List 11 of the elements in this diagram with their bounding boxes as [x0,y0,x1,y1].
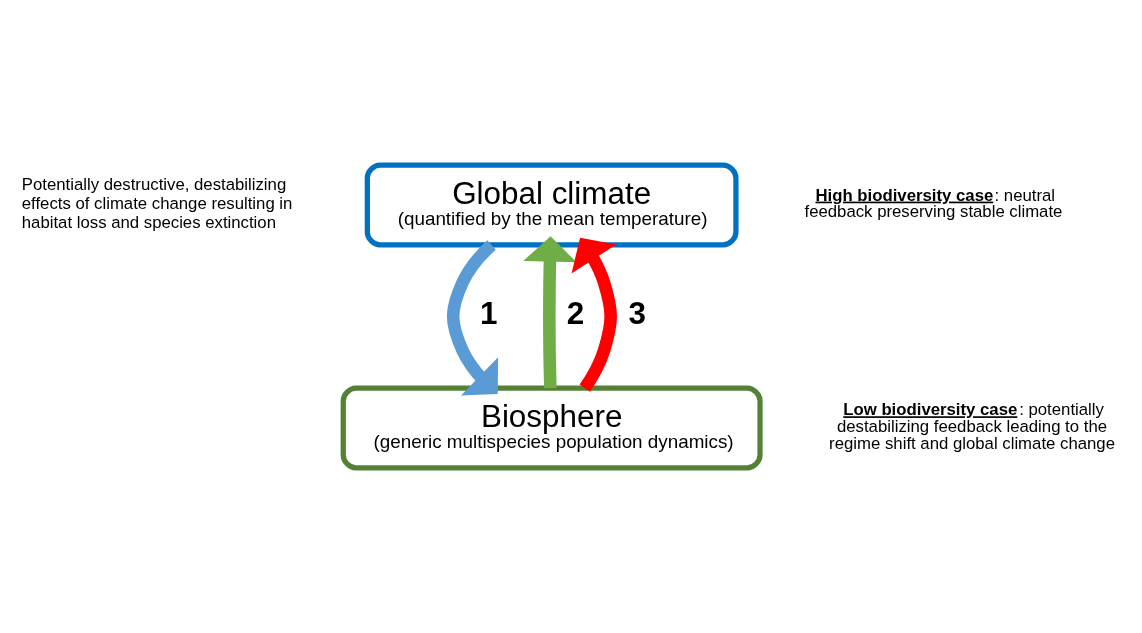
label: Potentially destructive, destabilizing effects of climate change resulting in habitat loss and species extinction [21,175,293,232]
arrow [571,237,617,392]
edge-label: 2 [566,295,585,331]
label: Low biodiversity case: potentially destabilizing feedback leading to the regime shift and global climate change [829,400,1115,453]
node-box: Biosphere (generic multispecies population dynamics) [340,385,763,471]
arrow [523,236,577,389]
edge-label: 1 [479,295,498,331]
edge-label: 3 [628,295,647,331]
node-box: Global climate (quantified by the mean temperature) [364,162,739,248]
label: High biodiversity case: neutral feedback preserving stable climate [804,185,1063,222]
arrow [446,240,499,396]
